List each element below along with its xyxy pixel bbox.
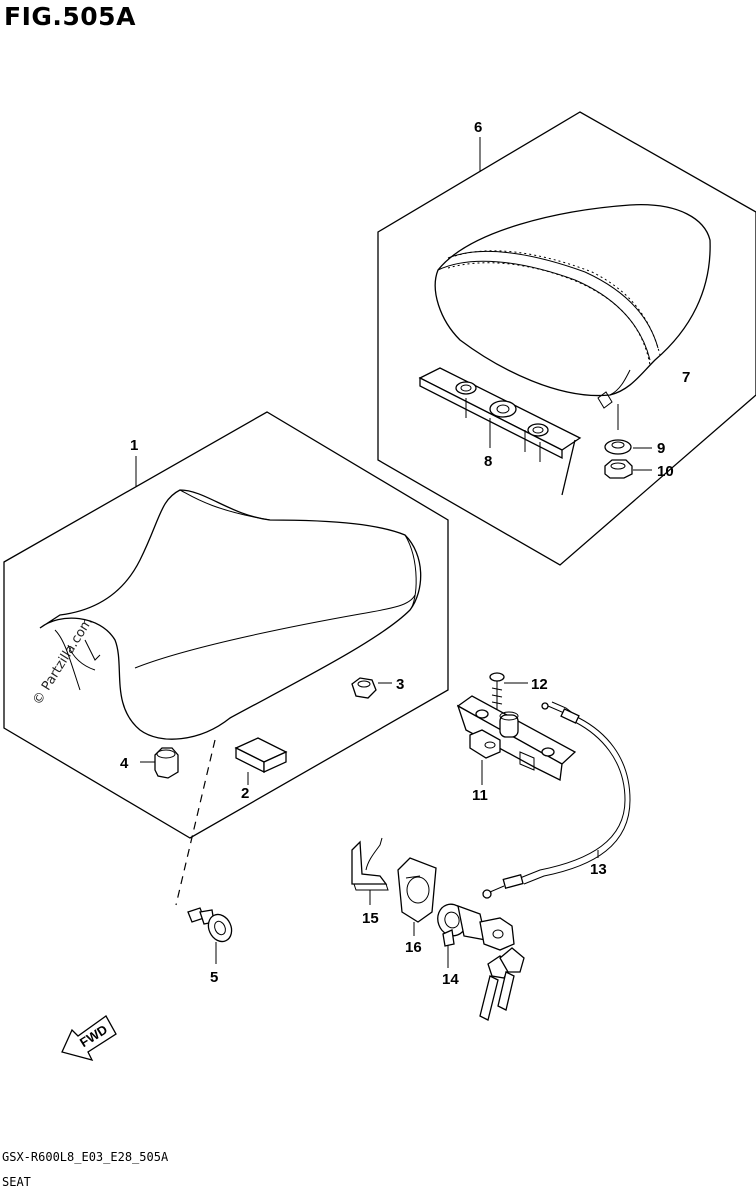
group-box-rear-seat [377,111,756,566]
seat-lock-cable[interactable] [482,701,631,899]
model-code: GSX-R600L8_E03_E28_505A [2,1150,169,1164]
seat-bolt[interactable] [187,907,236,945]
rear-washer[interactable] [604,439,632,455]
figure-title: FIG.505A [4,2,136,31]
callout-15: 15 [362,910,379,927]
cable-clip[interactable] [351,837,389,891]
lock-screw[interactable] [489,672,505,710]
bolt-guide-line [175,739,216,906]
bracket-guide-line [561,439,576,496]
callout-16: 16 [405,939,422,956]
diagram-caption: SEAT [2,1175,31,1189]
callout-11: 11 [472,787,488,804]
seat-pad-block[interactable] [234,737,288,774]
callout-5: 5 [210,969,218,986]
seat-lock-cylinder[interactable] [433,900,487,947]
lock-plate[interactable] [397,857,437,923]
seat-lock-keys[interactable] [479,917,525,1021]
callout-4: 4 [120,755,129,772]
seat-lock-bracket[interactable] [456,695,577,781]
callout-1: 1 [130,437,138,454]
callout-3: 3 [396,676,404,693]
rear-nut[interactable] [604,459,633,479]
callout-6: 6 [474,119,482,136]
cushion-nut[interactable] [351,677,377,699]
fwd-arrow-icon [61,1015,117,1061]
callout-12: 12 [531,676,548,693]
callout-10: 10 [657,463,674,480]
front-seat[interactable] [39,489,422,740]
group-box-front-seat [3,411,449,839]
callout-14: 14 [442,971,459,988]
callout-7: 7 [682,369,690,386]
rubber-cushion[interactable] [154,747,179,779]
rear-seat[interactable] [434,204,711,409]
callout-9: 9 [657,440,665,457]
callout-2: 2 [241,785,249,802]
callout-13: 13 [590,861,607,878]
rear-seat-bracket[interactable] [418,367,582,462]
callout-8: 8 [484,453,492,470]
